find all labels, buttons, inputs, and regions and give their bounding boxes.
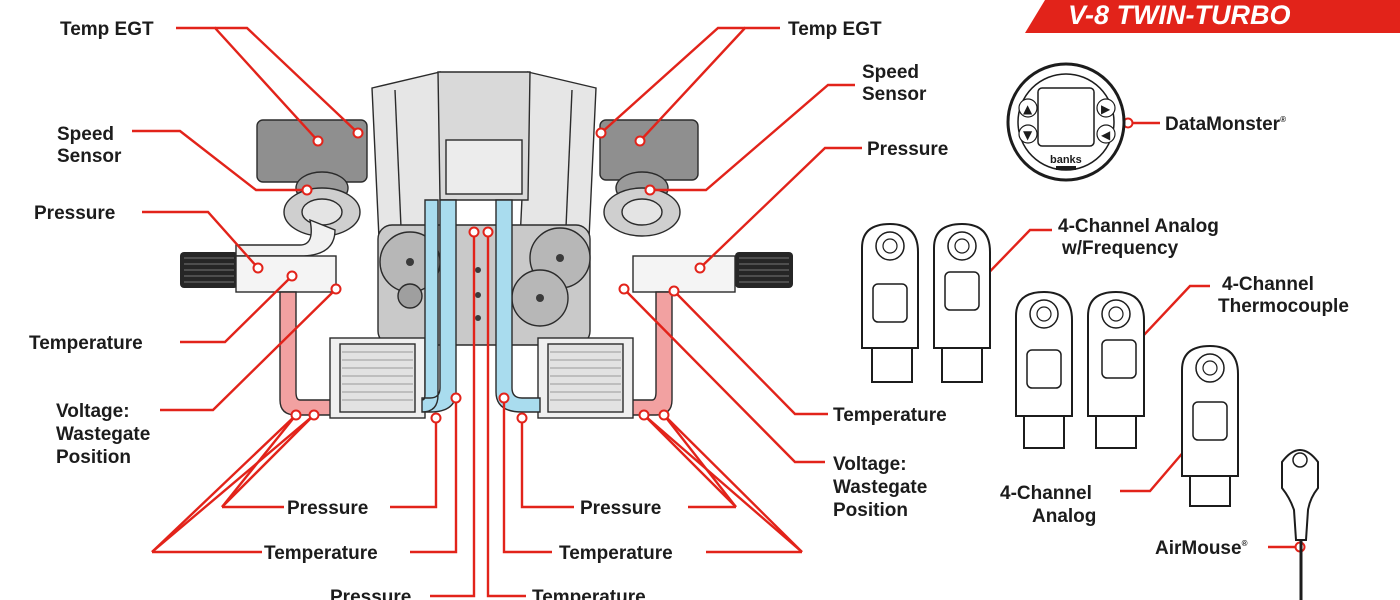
label-temperature-bottom-right: Temperature	[559, 543, 673, 564]
right-hot-pipe	[629, 291, 673, 416]
module-a2	[933, 222, 991, 383]
label-temperature-bottom-center: Temperature	[532, 587, 646, 600]
label-datamonster: DataMonster®	[1165, 114, 1286, 135]
label-voltage-left-line3: Position	[56, 447, 131, 468]
label-speed-sensor-left-line2: Sensor	[57, 146, 122, 167]
analog-module	[1181, 344, 1239, 507]
thermocouple-modules	[1015, 290, 1145, 449]
label-pressure-left: Pressure	[34, 203, 115, 224]
label-analog-line2: Analog	[1032, 506, 1096, 527]
left-intercooler	[329, 337, 426, 419]
left-hot-pipe	[279, 291, 336, 416]
label-thermocouple-line2: Thermocouple	[1218, 296, 1349, 317]
left-air-filter	[180, 252, 238, 288]
label-speed-sensor-right-line1: Speed	[862, 62, 919, 83]
callout-lines	[132, 26, 1300, 598]
label-temp-egt-left: Temp EGT	[60, 19, 154, 40]
label-temperature-left: Temperature	[29, 333, 143, 354]
label-voltage-right-line2: Wastegate	[833, 477, 927, 498]
label-pressure-bottom-center: Pressure	[330, 587, 411, 600]
module-a1	[861, 222, 919, 383]
analog-frequency-modules	[861, 222, 991, 383]
label-voltage-left-line2: Wastegate	[56, 424, 150, 445]
datamonster-logo: banks	[1050, 154, 1082, 166]
callout-dots	[252, 117, 1306, 553]
label-voltage-right-line1: Voltage:	[833, 454, 907, 475]
right-exhaust-housing	[599, 119, 699, 181]
banner-background	[1025, 0, 1400, 33]
label-pressure-right: Pressure	[867, 139, 948, 160]
module-t2	[1087, 290, 1145, 449]
module-t1	[1015, 290, 1073, 449]
label-thermocouple-line1: 4-Channel	[1222, 274, 1314, 295]
label-pressure-bottom-right: Pressure	[580, 498, 661, 519]
airmouse-sensor	[1281, 449, 1319, 600]
label-pressure-bottom-left: Pressure	[287, 498, 368, 519]
label-temp-egt-right: Temp EGT	[788, 19, 882, 40]
right-cold-pipe	[495, 199, 541, 413]
left-turbocharger	[283, 171, 361, 237]
label-temperature-bottom-left: Temperature	[264, 543, 378, 564]
engine-illustration	[180, 71, 793, 419]
label-temperature-right: Temperature	[833, 405, 947, 426]
idler-pulley	[397, 283, 423, 309]
right-air-filter	[735, 252, 793, 288]
banner-title: V-8 TWIN-TURBO	[1068, 0, 1290, 30]
label-analog-line1: 4-Channel	[1000, 483, 1092, 504]
label-speed-sensor-left-line1: Speed	[57, 124, 114, 145]
engine-labels: Temp EGT Temp EGT Speed Sensor Speed Sen…	[29, 19, 948, 600]
right-arrow-icon: ▶	[1101, 102, 1111, 116]
down-arrow-icon: ▼	[1023, 128, 1033, 142]
label-voltage-left-line1: Voltage:	[56, 401, 130, 422]
left-intake-tube	[235, 218, 336, 257]
label-analog-freq-line1: 4-Channel Analog	[1058, 216, 1219, 237]
left-arrow-icon: ◀	[1101, 128, 1111, 142]
label-speed-sensor-right-line2: Sensor	[862, 84, 927, 105]
up-arrow-icon: ▲	[1023, 102, 1033, 116]
datamonster-screen	[1037, 87, 1095, 147]
datamonster-device: ▲ ▼ ▶ ◀ banks	[1006, 62, 1126, 182]
label-analog-freq-line2: w/Frequency	[1061, 238, 1179, 259]
label-voltage-right-line3: Position	[833, 500, 908, 521]
label-airmouse: AirMouse®	[1155, 538, 1248, 559]
right-turbocharger	[603, 171, 681, 237]
right-intercooler	[537, 337, 634, 419]
banner: V-8 TWIN-TURBO	[1025, 0, 1400, 33]
